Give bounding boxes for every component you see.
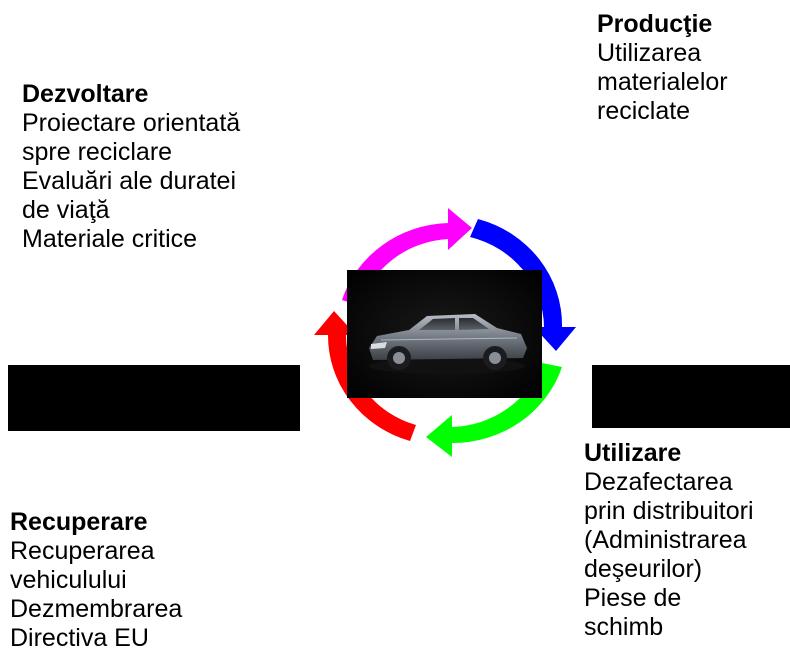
black-bar-right (592, 365, 790, 428)
stage-dezvoltare-line: Materiale critice (22, 225, 198, 253)
stage-recuperare-line: Directiva EU (10, 624, 149, 652)
arrow-green (426, 363, 562, 457)
stage-productie-line: Utilizarea (597, 39, 702, 67)
black-bar-left (8, 365, 300, 431)
arrow-red (314, 311, 416, 441)
arrow-magenta (342, 208, 472, 306)
stage-utilizare-line: (Administrarea (584, 526, 747, 554)
stage-recuperare-line: Recuperarea (10, 537, 155, 565)
stage-utilizare-line: deşeurilor) (584, 555, 703, 583)
car-photo (347, 270, 542, 398)
arrow-blue (470, 219, 576, 351)
stage-dezvoltare-line: spre reciclare (22, 138, 173, 166)
stage-dezvoltare-line: Evaluări ale duratei (22, 167, 237, 195)
stage-utilizare-line: prin distribuitori (584, 497, 754, 525)
stage-dezvoltare-line: Proiectare orientată (22, 109, 241, 137)
stage-productie-line: reciclate (597, 97, 691, 125)
stage-dezvoltare-line: de viaţă (22, 196, 110, 224)
stage-utilizare-line: Dezafectarea (584, 468, 733, 496)
stage-recuperare: Recuperare Recuperarea vehiculului Dezme… (10, 508, 182, 653)
stage-productie-line: materialelor (597, 68, 728, 96)
stage-utilizare: Utilizare Dezafectarea prin distribuitor… (584, 439, 754, 642)
stage-dezvoltare-title: Dezvoltare (22, 80, 149, 108)
stage-utilizare-title: Utilizare (584, 439, 682, 467)
stage-dezvoltare: Dezvoltare Proiectare orientată spre rec… (22, 80, 240, 254)
stage-productie-title: Producţie (597, 10, 713, 38)
stage-productie: Producţie Utilizarea materialelor recicl… (597, 10, 728, 126)
stage-recuperare-line: Dezmembrarea (10, 595, 183, 623)
recycling-cycle-diagram (314, 208, 576, 457)
stage-utilizare-line: schimb (584, 613, 664, 641)
stage-utilizare-line: Piese de (584, 584, 682, 612)
stage-recuperare-line: vehiculului (10, 566, 127, 594)
stage-recuperare-title: Recuperare (10, 508, 148, 536)
